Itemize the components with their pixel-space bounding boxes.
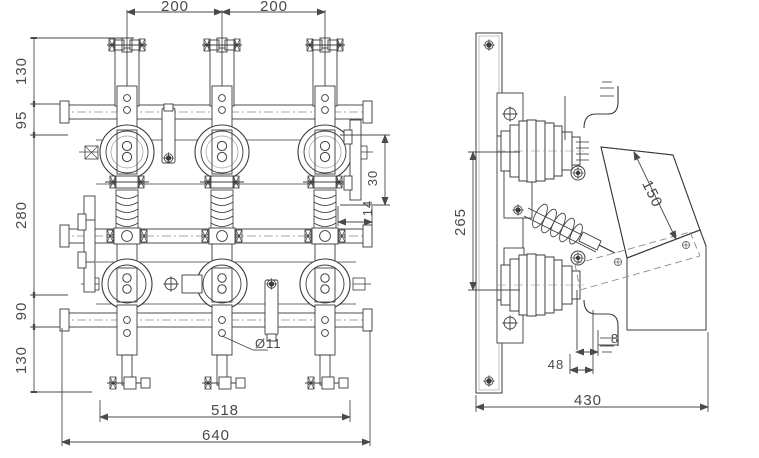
dim-48-8 bbox=[569, 310, 618, 374]
dim-left-chain bbox=[30, 37, 134, 393]
rotary-contact-ring bbox=[297, 124, 353, 180]
dim-inner-30-14 bbox=[337, 134, 390, 226]
operating-linkage-lower bbox=[264, 277, 279, 342]
bottom-terminal-plate bbox=[116, 304, 138, 386]
dim-8: 8 bbox=[611, 331, 619, 346]
lower-terminal-lug bbox=[583, 299, 619, 346]
operating-linkage-upper bbox=[161, 103, 176, 165]
upper-contact-fingers bbox=[576, 141, 589, 161]
right-auxiliary-bracket bbox=[343, 119, 362, 201]
dim-430: 430 bbox=[574, 392, 602, 409]
pole-1 bbox=[79, 37, 155, 390]
blade-arm-housing bbox=[626, 229, 707, 331]
bottom-stud bbox=[305, 376, 349, 390]
dim-280: 280 bbox=[13, 201, 30, 229]
blade-arm-fasteners bbox=[613, 240, 691, 267]
bottom-stud bbox=[202, 376, 246, 390]
dim-265: 265 bbox=[452, 208, 469, 236]
dim-150 bbox=[633, 151, 677, 240]
lower-insulator bbox=[497, 253, 619, 353]
mid-joint bbox=[105, 175, 149, 189]
mid-rail-collar bbox=[201, 227, 243, 245]
ring-side-pin bbox=[79, 145, 99, 160]
dim-130-bottom: 130 bbox=[13, 346, 30, 374]
dim-90: 90 bbox=[13, 302, 30, 321]
lower-rotary-ring bbox=[299, 258, 351, 310]
dim-265 bbox=[468, 151, 520, 291]
side-elevation-view: 265 150 48 8 430 bbox=[452, 32, 709, 412]
mid-rail-collar bbox=[106, 227, 148, 245]
arc-chamber bbox=[210, 189, 234, 231]
rotary-contact-ring bbox=[194, 124, 250, 180]
dim-bottom-518 bbox=[99, 400, 351, 422]
dim-200-left: 200 bbox=[161, 0, 189, 15]
arc-chamber bbox=[313, 189, 337, 231]
front-elevation-view: 200 200 130 95 280 90 130 bbox=[13, 0, 390, 446]
dim-diameter-11: Ø11 bbox=[255, 336, 282, 351]
lower-rotary-ring bbox=[101, 258, 153, 310]
dim-430 bbox=[475, 332, 709, 412]
pole-2 bbox=[194, 37, 250, 390]
left-auxiliary-bracket bbox=[77, 195, 96, 293]
dim-130-top: 130 bbox=[13, 57, 30, 85]
upper-insulator bbox=[497, 81, 619, 183]
bottom-stud bbox=[107, 376, 151, 390]
arc-chamber bbox=[115, 189, 139, 231]
bottom-terminal-plate bbox=[314, 304, 336, 386]
hole-callout-leader bbox=[221, 335, 268, 351]
dim-640: 640 bbox=[202, 427, 230, 444]
dim-95: 95 bbox=[13, 111, 30, 130]
mid-joint bbox=[303, 175, 347, 189]
dim-top-spans bbox=[126, 8, 326, 48]
lower-ring-pin-right bbox=[352, 277, 371, 291]
dim-30: 30 bbox=[365, 170, 380, 186]
dim-200-right: 200 bbox=[260, 0, 288, 15]
rotary-contact-ring bbox=[99, 124, 155, 180]
pivot-bolts bbox=[570, 165, 586, 266]
pole-3 bbox=[297, 37, 373, 390]
dim-14: 14 bbox=[360, 200, 375, 216]
mid-joint bbox=[200, 175, 244, 189]
center-latch-block bbox=[162, 274, 203, 294]
mid-rail-collar bbox=[304, 227, 346, 245]
dim-518: 518 bbox=[211, 402, 239, 419]
arc-extinguish-chamber bbox=[523, 203, 616, 254]
dim-bottom-640 bbox=[61, 328, 371, 446]
upper-terminal-lug bbox=[583, 86, 619, 129]
lower-rotary-ring bbox=[196, 258, 248, 310]
dim-48: 48 bbox=[548, 357, 564, 372]
